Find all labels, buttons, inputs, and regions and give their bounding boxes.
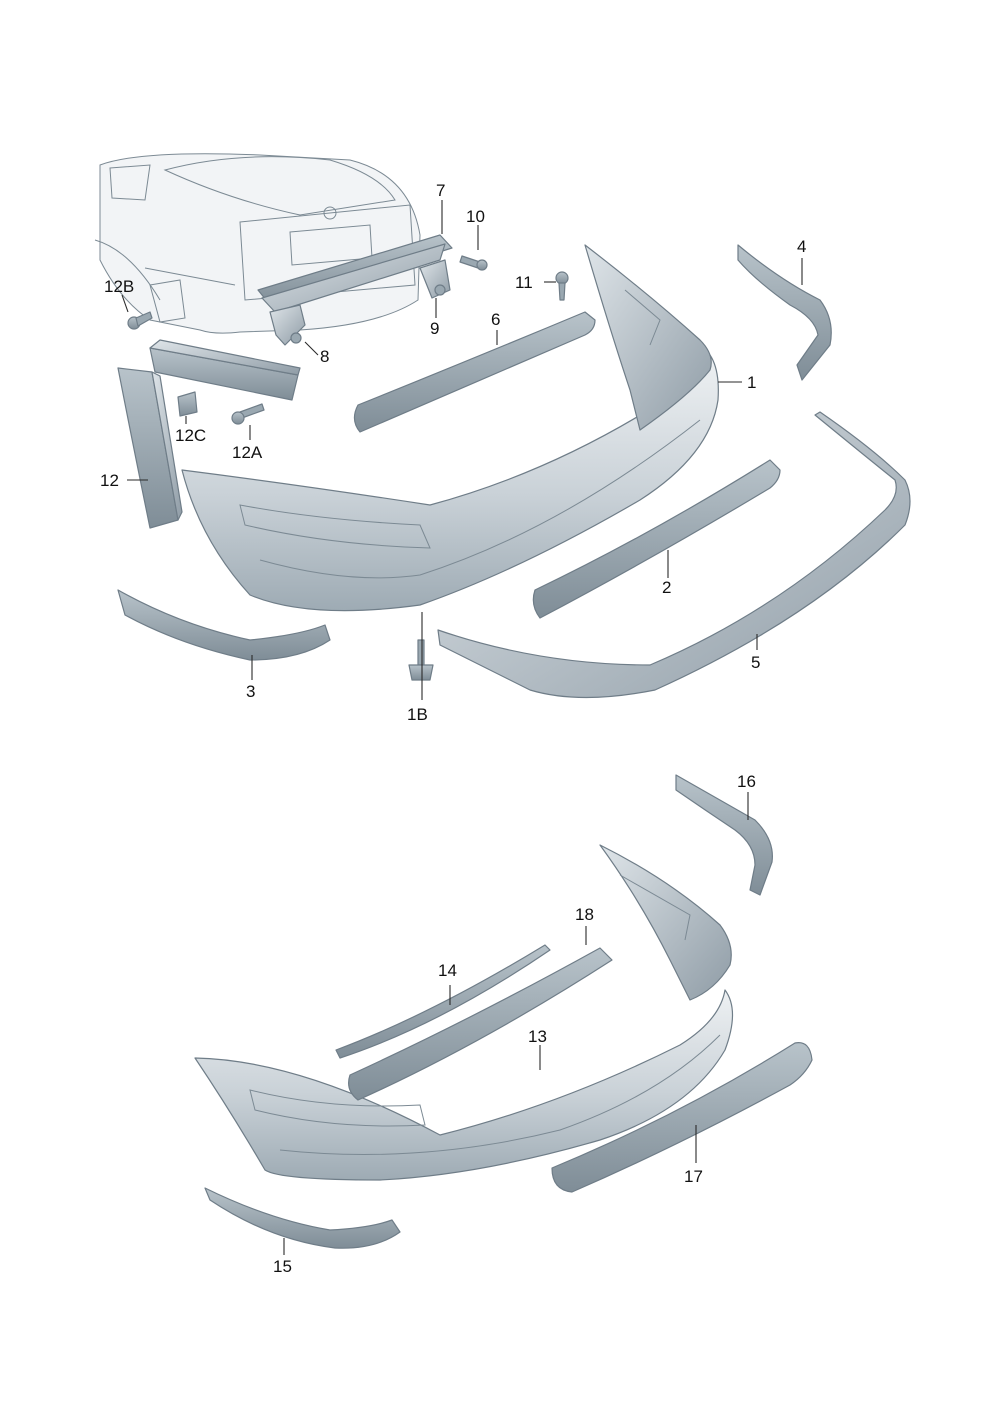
label-12c: 12C	[175, 426, 206, 445]
label-1b: 1B	[407, 705, 428, 724]
leader-lines	[121, 200, 803, 1255]
part-4-corner-trim	[737, 244, 832, 381]
part-18-wide-strip	[348, 947, 613, 1101]
part-12a-screw	[231, 403, 265, 425]
part-9-mount	[419, 259, 451, 299]
part-1-bumper-cover	[181, 244, 719, 612]
part-12b-clip	[127, 311, 153, 330]
part-11-screw	[555, 271, 569, 301]
label-15: 15	[273, 1257, 292, 1276]
label-12a: 12A	[232, 443, 263, 462]
part-6-upper-strip	[353, 311, 596, 433]
label-2: 2	[662, 578, 671, 597]
part-14-thin-strip	[335, 944, 551, 1059]
label-18: 18	[575, 905, 594, 924]
label-6: 6	[491, 310, 500, 329]
part-16-corner-trim	[675, 774, 773, 896]
label-13: 13	[528, 1027, 547, 1046]
label-16: 16	[737, 772, 756, 791]
label-12: 12	[100, 471, 119, 490]
part-1b-screw	[408, 639, 434, 681]
car-rear-body	[94, 153, 421, 334]
part-2-trim-strip	[532, 459, 781, 619]
part-12-side-guide	[117, 367, 183, 529]
part-8-mount	[269, 304, 306, 346]
part-10-screw	[459, 255, 488, 271]
label-11: 11	[515, 273, 533, 292]
label-12b: 12B	[104, 277, 134, 296]
label-7: 7	[436, 181, 445, 200]
label-17: 17	[684, 1167, 703, 1186]
label-4: 4	[797, 237, 806, 256]
part-15-corner-trim	[204, 1187, 401, 1249]
part-labels: 1 1B 2 3 4 5 6 7 8 9 10 11 12 12A 12B 12…	[100, 181, 806, 1276]
label-8: 8	[320, 347, 329, 366]
label-5: 5	[751, 653, 760, 672]
part-5-lower-spoiler	[437, 411, 911, 699]
part-12c-clip	[177, 391, 198, 417]
label-3: 3	[246, 682, 255, 701]
label-10: 10	[466, 207, 485, 226]
part-17-lower-spoiler	[551, 1042, 813, 1193]
label-1: 1	[747, 373, 756, 392]
part-13-bumper-cover	[194, 844, 734, 1181]
label-14: 14	[438, 961, 457, 980]
part-7-bracket	[257, 234, 453, 313]
label-9: 9	[430, 319, 439, 338]
part-12-guide-rail	[149, 339, 301, 401]
part-3-corner-trim	[117, 589, 331, 661]
